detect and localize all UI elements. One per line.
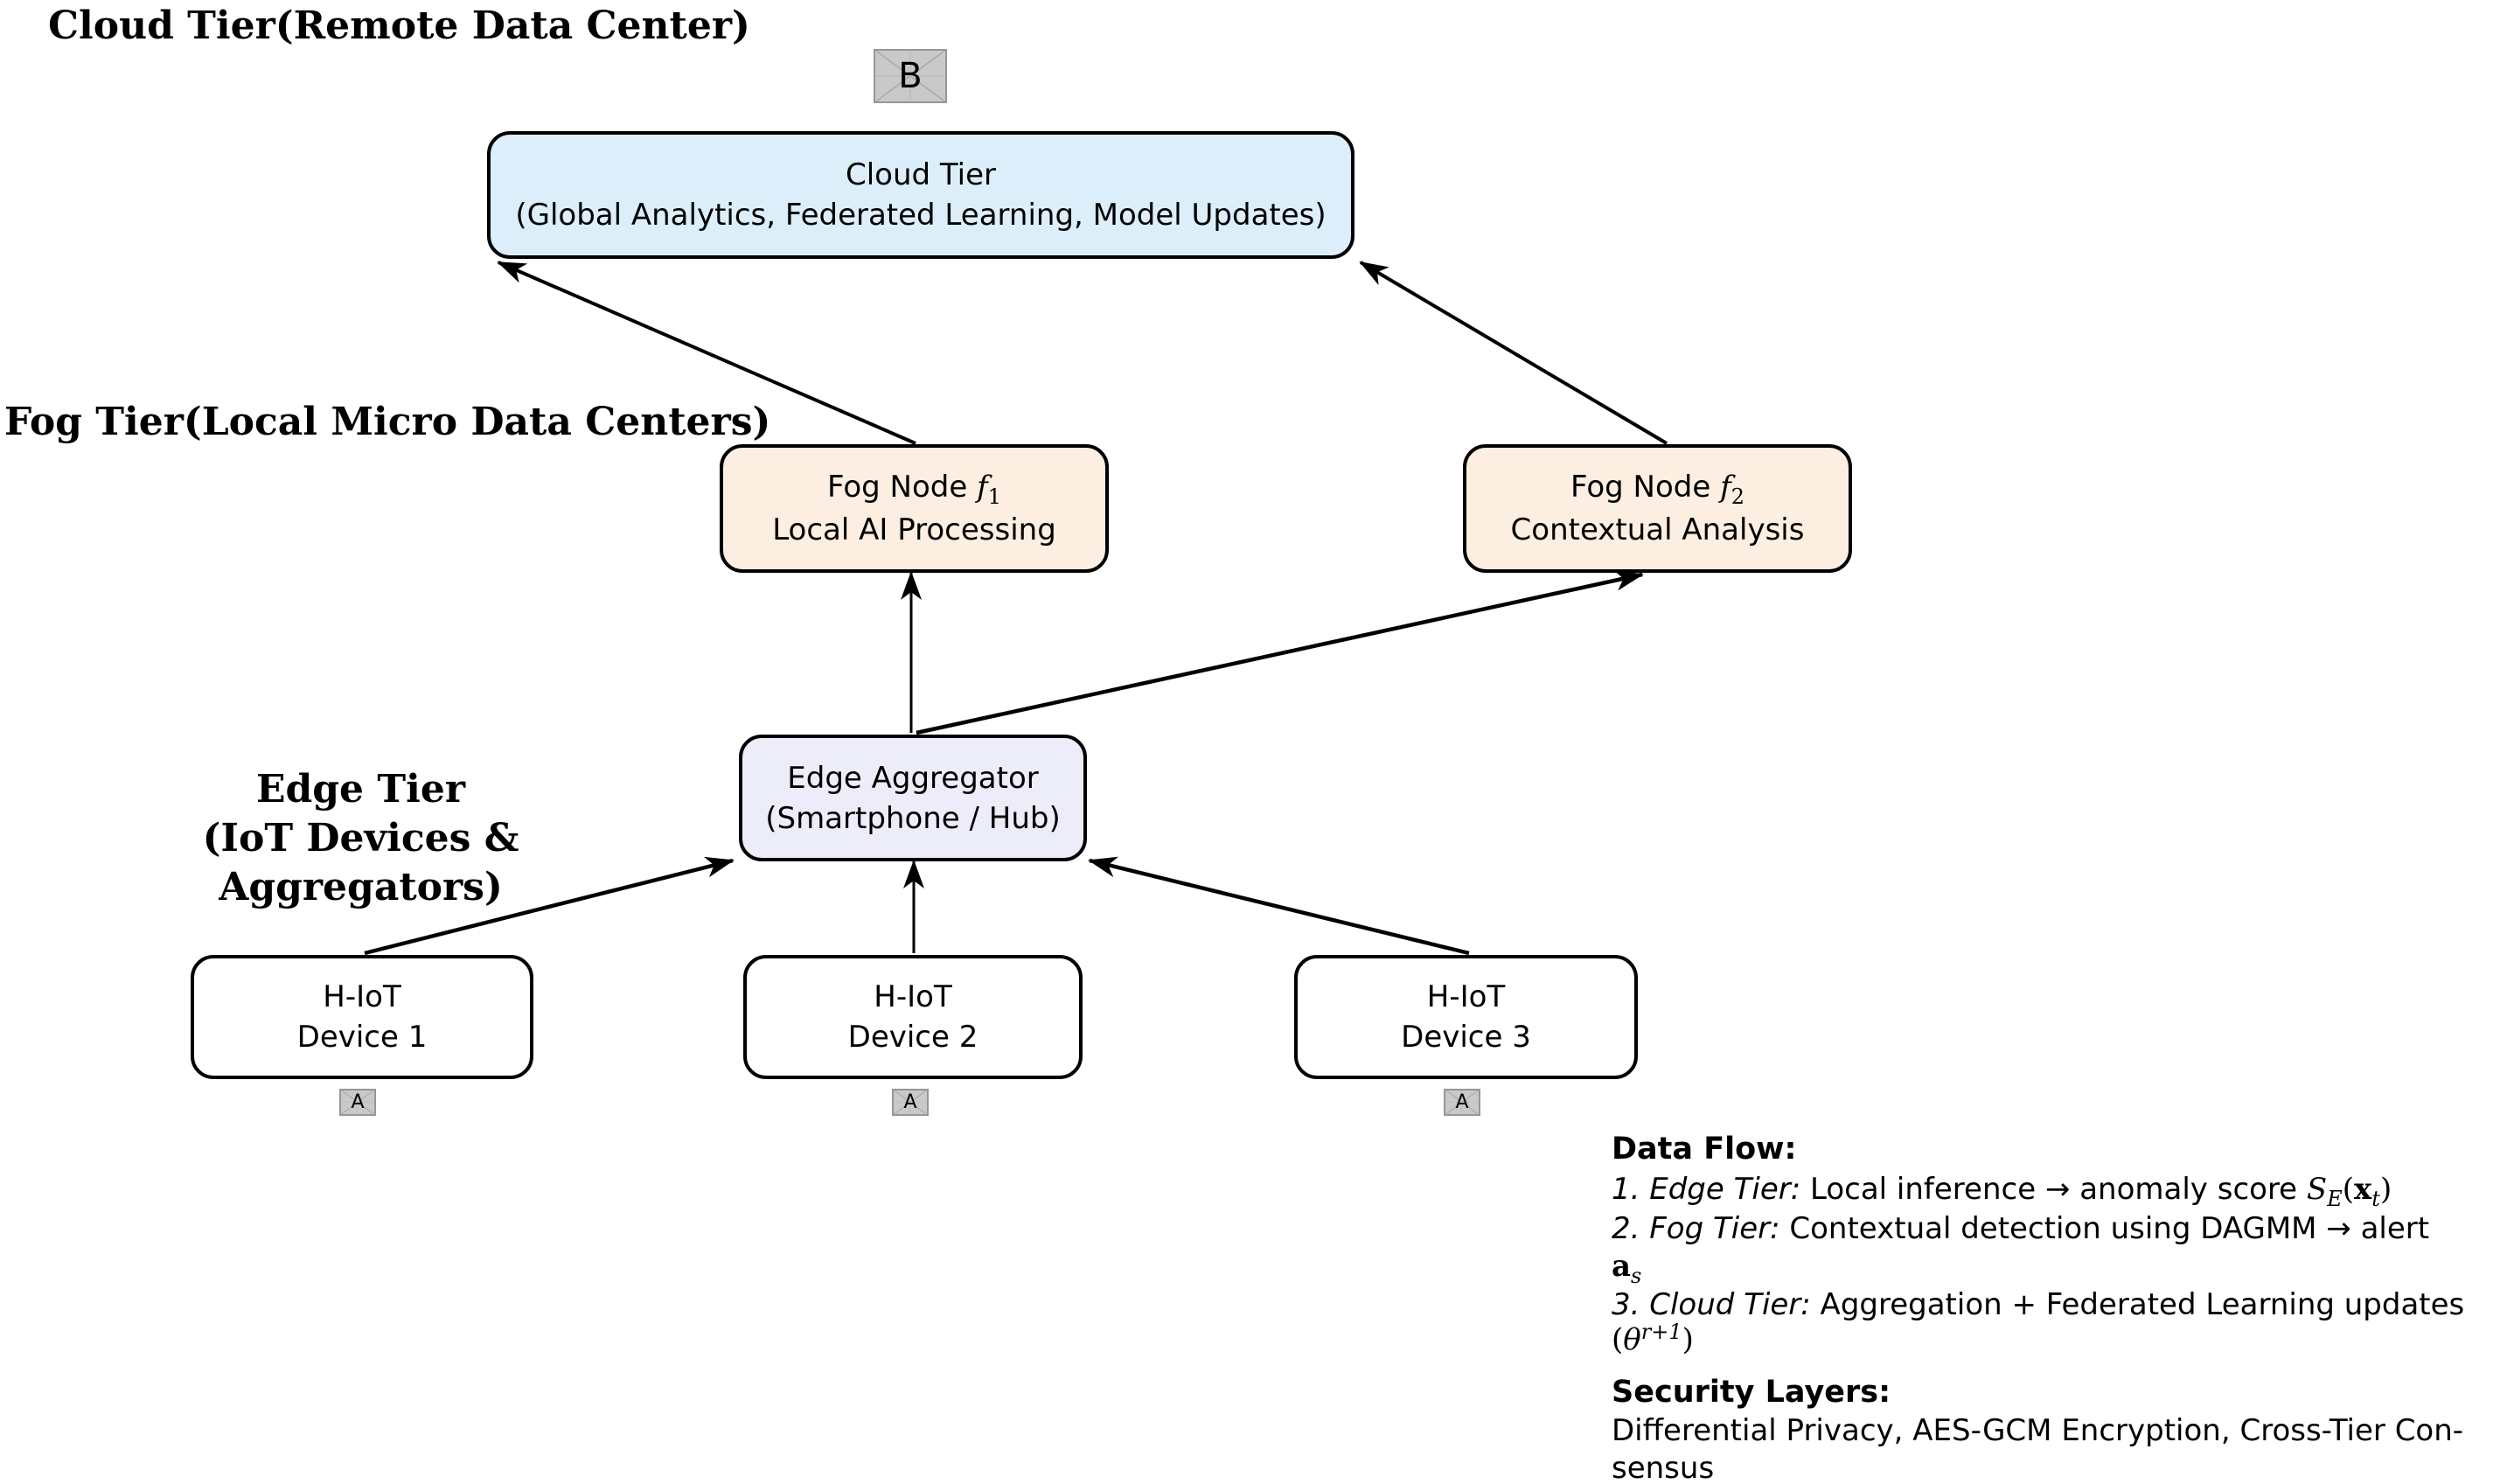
placeholder-cross-icon — [894, 1090, 927, 1114]
arrow-fog2-to-cloud — [1359, 261, 1668, 445]
math-theta-sup: r+1 — [1640, 1320, 1682, 1344]
fog1-math-sub: 1 — [987, 484, 1001, 509]
math-close-paren: ) — [2379, 1172, 2392, 1207]
fog2-math-var: f — [1720, 470, 1731, 505]
edge-aggregator-node: Edge Aggregator (Smartphone / Hub) — [739, 735, 1087, 861]
fog2-math-sub: 2 — [1731, 484, 1744, 509]
device2-image-placeholder-badge: A — [892, 1089, 929, 1116]
cloud-tier-label: Cloud Tier(Remote Data Center) — [48, 3, 750, 48]
hiot-device3-node: H-IoT Device 3 — [1294, 955, 1638, 1079]
data-flow-item3-cont: (θr+1) — [1612, 1320, 1694, 1362]
math-x: x — [2354, 1172, 2372, 1207]
arrow-device3-to-aggregator — [1088, 856, 1470, 956]
item3-label: 3. Cloud Tier: — [1612, 1287, 1811, 1322]
math-S: S — [2306, 1172, 2328, 1207]
device1-subtitle: Device 1 — [296, 1020, 428, 1055]
badge-letter: A — [903, 1091, 917, 1113]
item3-text: Aggregation + Federated Learning updates — [1810, 1287, 2465, 1322]
badge-letter: A — [1455, 1091, 1469, 1113]
device2-title: H-IoT — [874, 979, 952, 1014]
data-flow-item1: 1. Edge Tier: Local inference → anomaly … — [1612, 1170, 2392, 1211]
math-open-paren: ( — [2342, 1172, 2354, 1207]
data-flow-heading: Data Flow: — [1612, 1132, 1797, 1167]
aggregator-title: Edge Aggregator — [787, 760, 1039, 796]
hiot-device1-node: H-IoT Device 1 — [191, 955, 533, 1079]
fog1-title-text: Fog Node — [827, 470, 978, 505]
device3-image-placeholder-badge: A — [1444, 1089, 1480, 1116]
device3-title: H-IoT — [1426, 979, 1506, 1014]
security-layers-line2: sensus — [1612, 1451, 1715, 1484]
math-close-paren: ) — [1682, 1322, 1694, 1357]
cloud-image-placeholder-badge: B — [874, 49, 947, 103]
math-a: a — [1612, 1249, 1632, 1284]
placeholder-cross-icon — [1445, 1090, 1479, 1114]
arrow-device1-to-aggregator — [364, 856, 735, 956]
badge-letter: B — [898, 56, 923, 96]
device3-subtitle: Device 3 — [1401, 1020, 1531, 1055]
fog-node-f1-title: Fog Node f1 — [827, 467, 1001, 510]
fog-node-f2-title: Fog Node f2 — [1570, 467, 1744, 510]
cloud-tier-node: Cloud Tier (Global Analytics, Federated … — [487, 131, 1354, 259]
fog-node-f2-subtitle: Contextual Analysis — [1510, 512, 1805, 547]
item2-label: 2. Fog Tier: — [1612, 1211, 1780, 1246]
cloud-node-title: Cloud Tier — [846, 157, 996, 192]
fog1-math-var: f — [977, 470, 988, 505]
data-flow-item2-cont: as — [1612, 1247, 1641, 1288]
fog-node-f1: Fog Node f1 Local AI Processing — [720, 444, 1109, 573]
data-flow-item3: 3. Cloud Tier: Aggregation + Federated L… — [1612, 1285, 2464, 1324]
fog-node-f1-subtitle: Local AI Processing — [772, 512, 1056, 547]
edge-tier-label-line1: Edge Tier — [255, 767, 465, 812]
device1-title: H-IoT — [323, 979, 401, 1014]
arrow-fog1-to-cloud — [497, 261, 916, 445]
math-theta: θ — [1623, 1322, 1641, 1357]
math-open-paren: ( — [1612, 1322, 1624, 1357]
item2-text: Contextual detection using DAGMM → alert — [1779, 1211, 2430, 1246]
security-layers-heading: Security Layers: — [1612, 1375, 1891, 1410]
aggregator-subtitle: (Smartphone / Hub) — [765, 800, 1061, 836]
security-layers-line1: Differential Privacy, AES-GCM Encryption… — [1612, 1413, 2464, 1448]
device2-subtitle: Device 2 — [847, 1020, 978, 1055]
math-x-sub: t — [2371, 1187, 2380, 1211]
item1-label: 1. Edge Tier: — [1612, 1172, 1801, 1207]
badge-letter: A — [351, 1091, 365, 1113]
data-flow-item2: 2. Fog Tier: Contextual detection using … — [1612, 1209, 2429, 1248]
edge-tier-label: Edge Tier (IoT Devices & Aggregators) — [79, 765, 643, 912]
item1-text: Local inference → anomaly score — [1800, 1172, 2307, 1207]
hiot-device2-node: H-IoT Device 2 — [743, 955, 1083, 1079]
fog-node-f2: Fog Node f2 Contextual Analysis — [1463, 444, 1852, 573]
cloud-node-subtitle: (Global Analytics, Federated Learning, M… — [515, 198, 1327, 233]
placeholder-cross-icon — [875, 51, 945, 101]
edge-tier-label-line2: (IoT Devices & Aggregators) — [202, 816, 519, 909]
fog2-title-text: Fog Node — [1570, 470, 1721, 505]
device1-image-placeholder-badge: A — [339, 1089, 376, 1116]
arrow-aggregator-to-fog2 — [916, 569, 1644, 735]
placeholder-cross-icon — [341, 1090, 374, 1114]
math-a-sub: s — [1631, 1264, 1642, 1288]
math-S-sub: E — [2327, 1187, 2343, 1211]
fog-tier-label: Fog Tier(Local Micro Data Centers) — [4, 400, 771, 444]
